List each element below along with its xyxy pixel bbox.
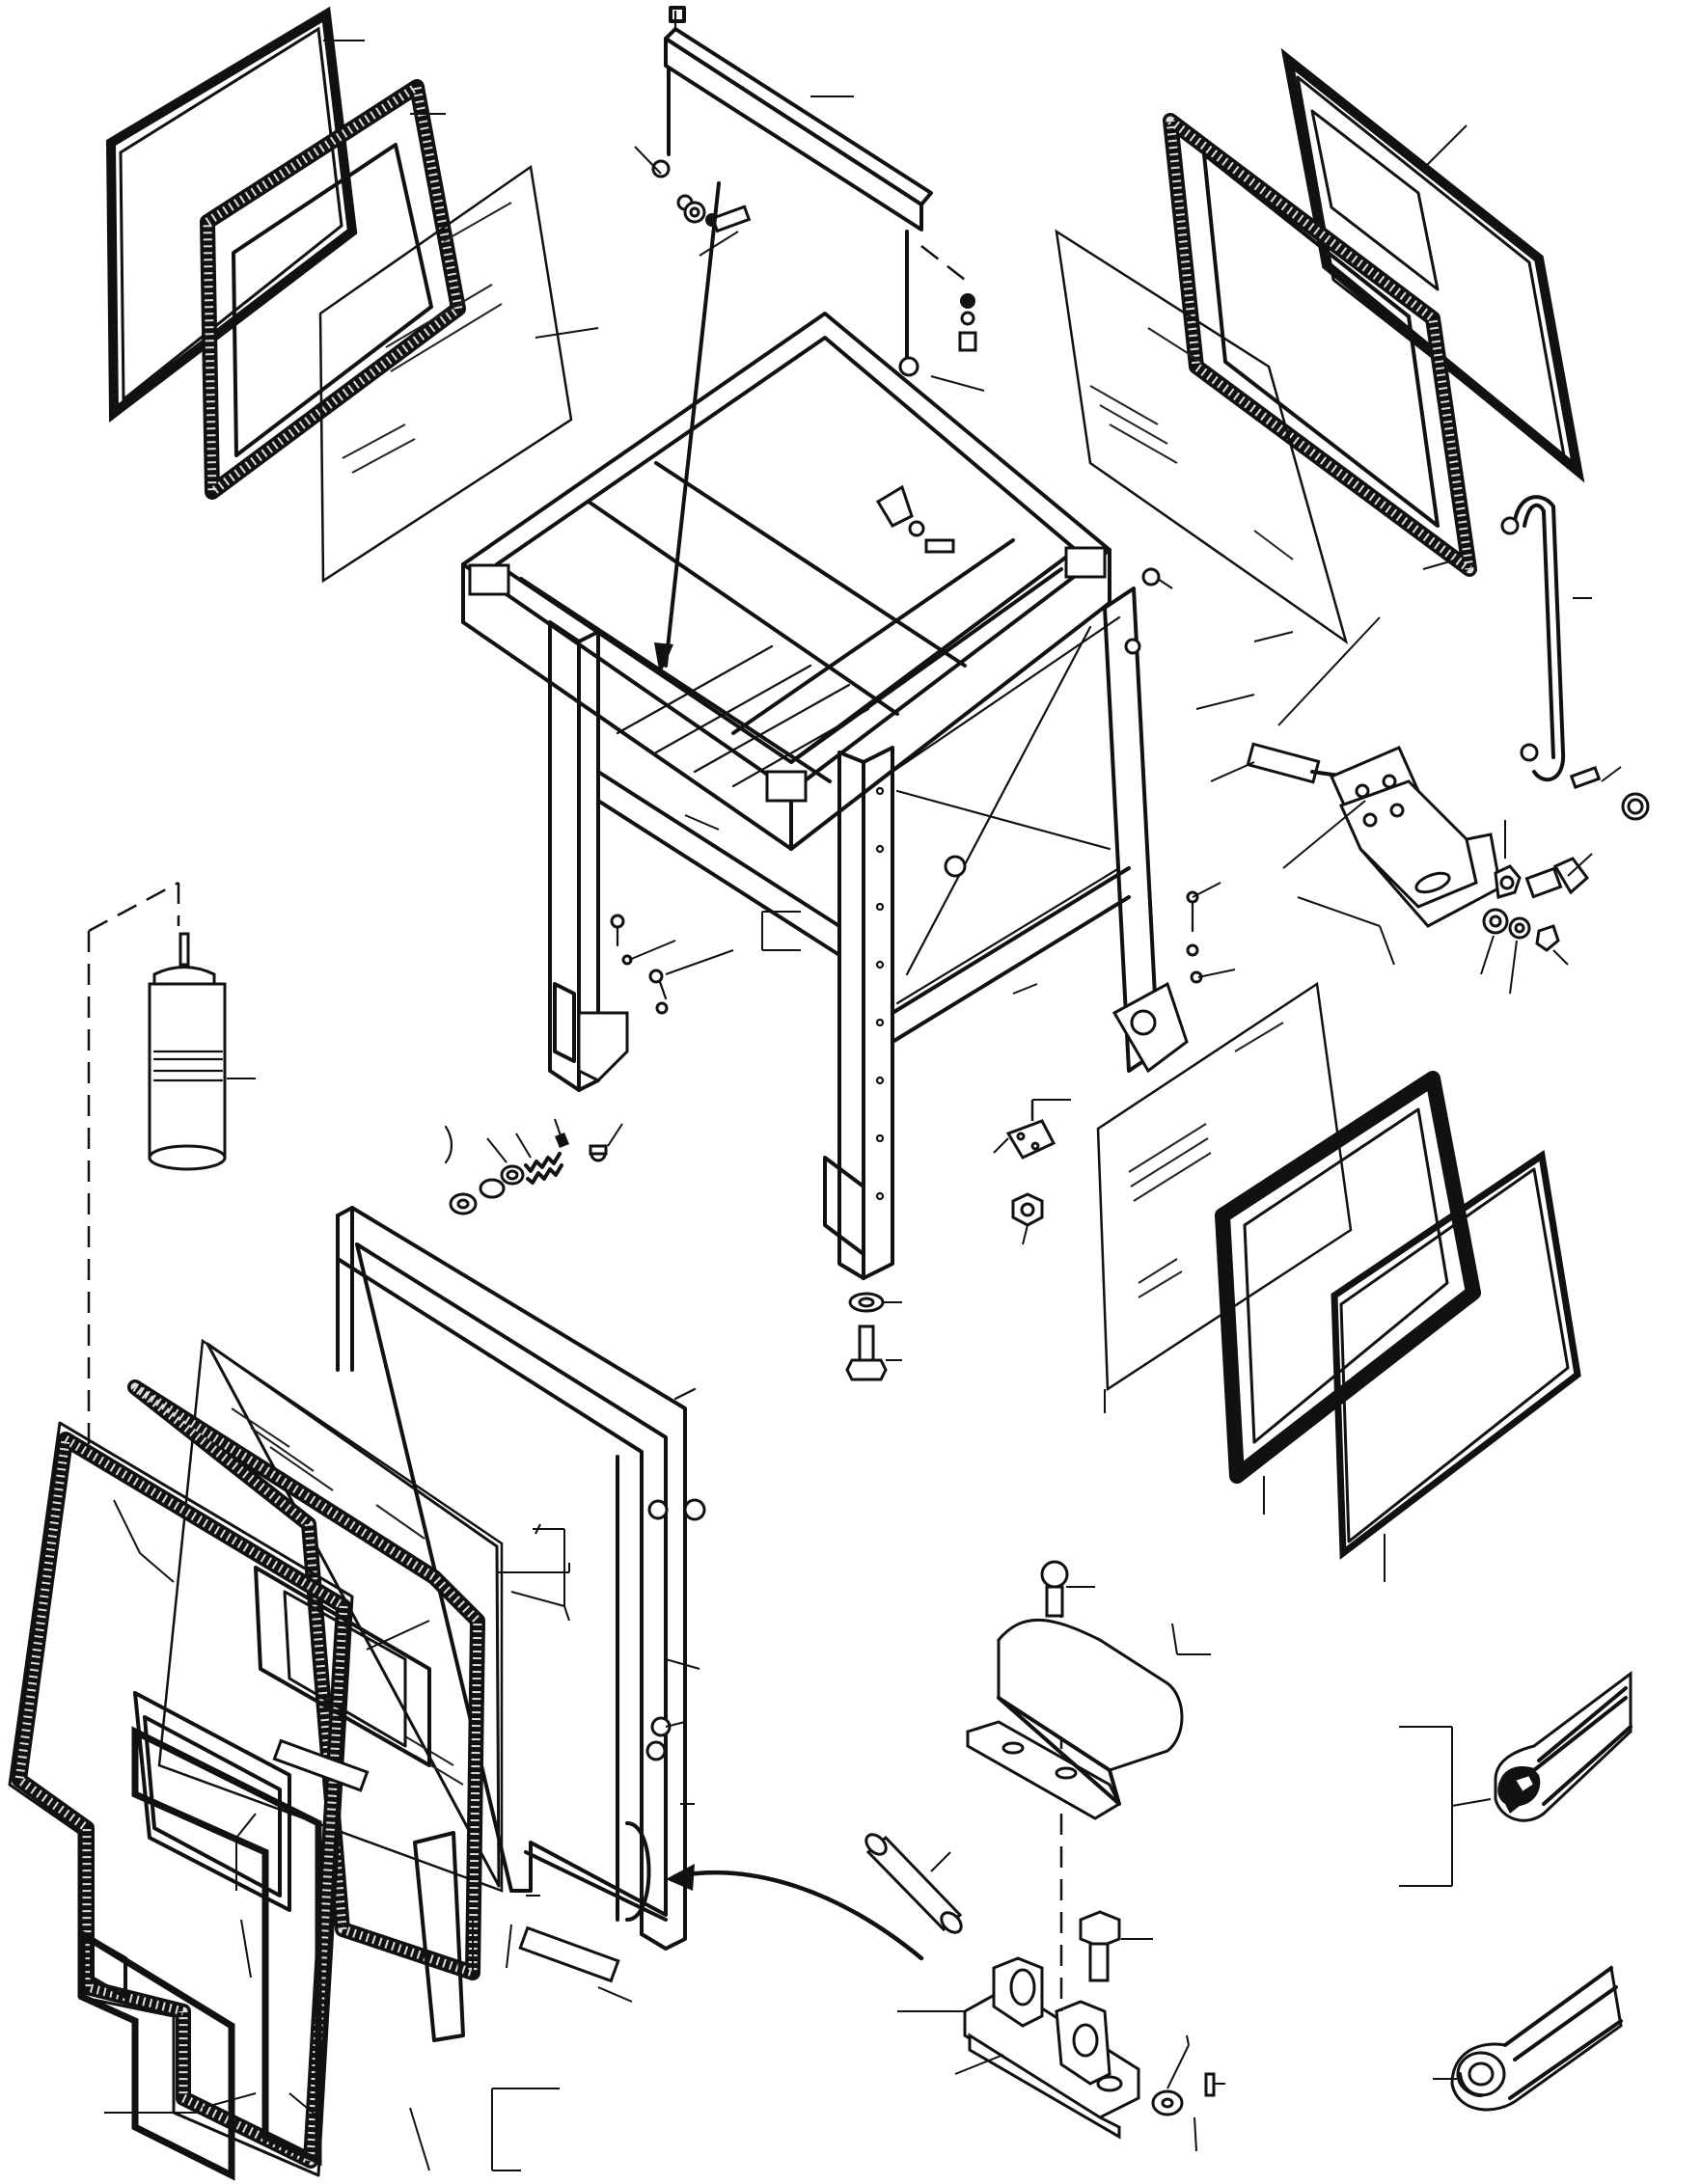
hinge-bolt (1079, 1910, 1153, 1982)
upper-left-window-seal (105, 6, 358, 423)
lower-right-gasket (1215, 1071, 1481, 1515)
lower-right-glass-pane (1096, 981, 1353, 1413)
upper-right-window-gasket (1163, 113, 1477, 577)
lower-right-seal (1331, 1150, 1581, 1582)
center-bolt-washer (845, 1292, 902, 1381)
door-glass (157, 1338, 504, 1893)
door-frame (336, 1206, 706, 1951)
grab-handle (1500, 495, 1650, 821)
hinge-pin (864, 1833, 963, 1934)
adhesive-cartridge (148, 932, 256, 1171)
latch-cover (966, 1560, 1211, 1820)
door-lower-gasket (78, 1726, 322, 2181)
bracket-hardware (1480, 820, 1593, 995)
overhead-beam (651, 6, 933, 377)
door-leaders (104, 1499, 633, 2171)
frame-bolt-set-right (1186, 882, 1236, 984)
hinge-assembly (897, 1814, 1140, 2140)
latch-spring-parts (444, 1118, 623, 1215)
door-hinge-arrow (666, 1864, 924, 1961)
hinge-washer-pin (1151, 2034, 1225, 2152)
frame-bolt-set-left (610, 914, 734, 1015)
edge-trim-profile-lower (1433, 1965, 1623, 2112)
mounting-bracket (1210, 742, 1502, 966)
upper-right-leaders (1195, 616, 1381, 726)
cab-frame-leaders (684, 578, 1173, 995)
center-pointer-arrow (654, 181, 721, 675)
upper-left-leaders (323, 40, 599, 339)
beam-hardware-right (920, 245, 985, 392)
upper-left-window-gasket (200, 79, 466, 500)
cartridge-dash-line (87, 881, 180, 1447)
beam-hardware-left (634, 146, 752, 257)
upper-right-glass-pane (1055, 229, 1349, 645)
cab-frame (461, 312, 1189, 1280)
upper-right-window-seal (1280, 47, 1585, 483)
edge-trim-profile-upper (1494, 1671, 1632, 1822)
door-seal (8, 1379, 620, 2177)
upper-left-glass-pane (318, 164, 573, 584)
edge-trim-bracket-label (1399, 1726, 1492, 1887)
center-nut-plate (993, 1099, 1071, 1245)
